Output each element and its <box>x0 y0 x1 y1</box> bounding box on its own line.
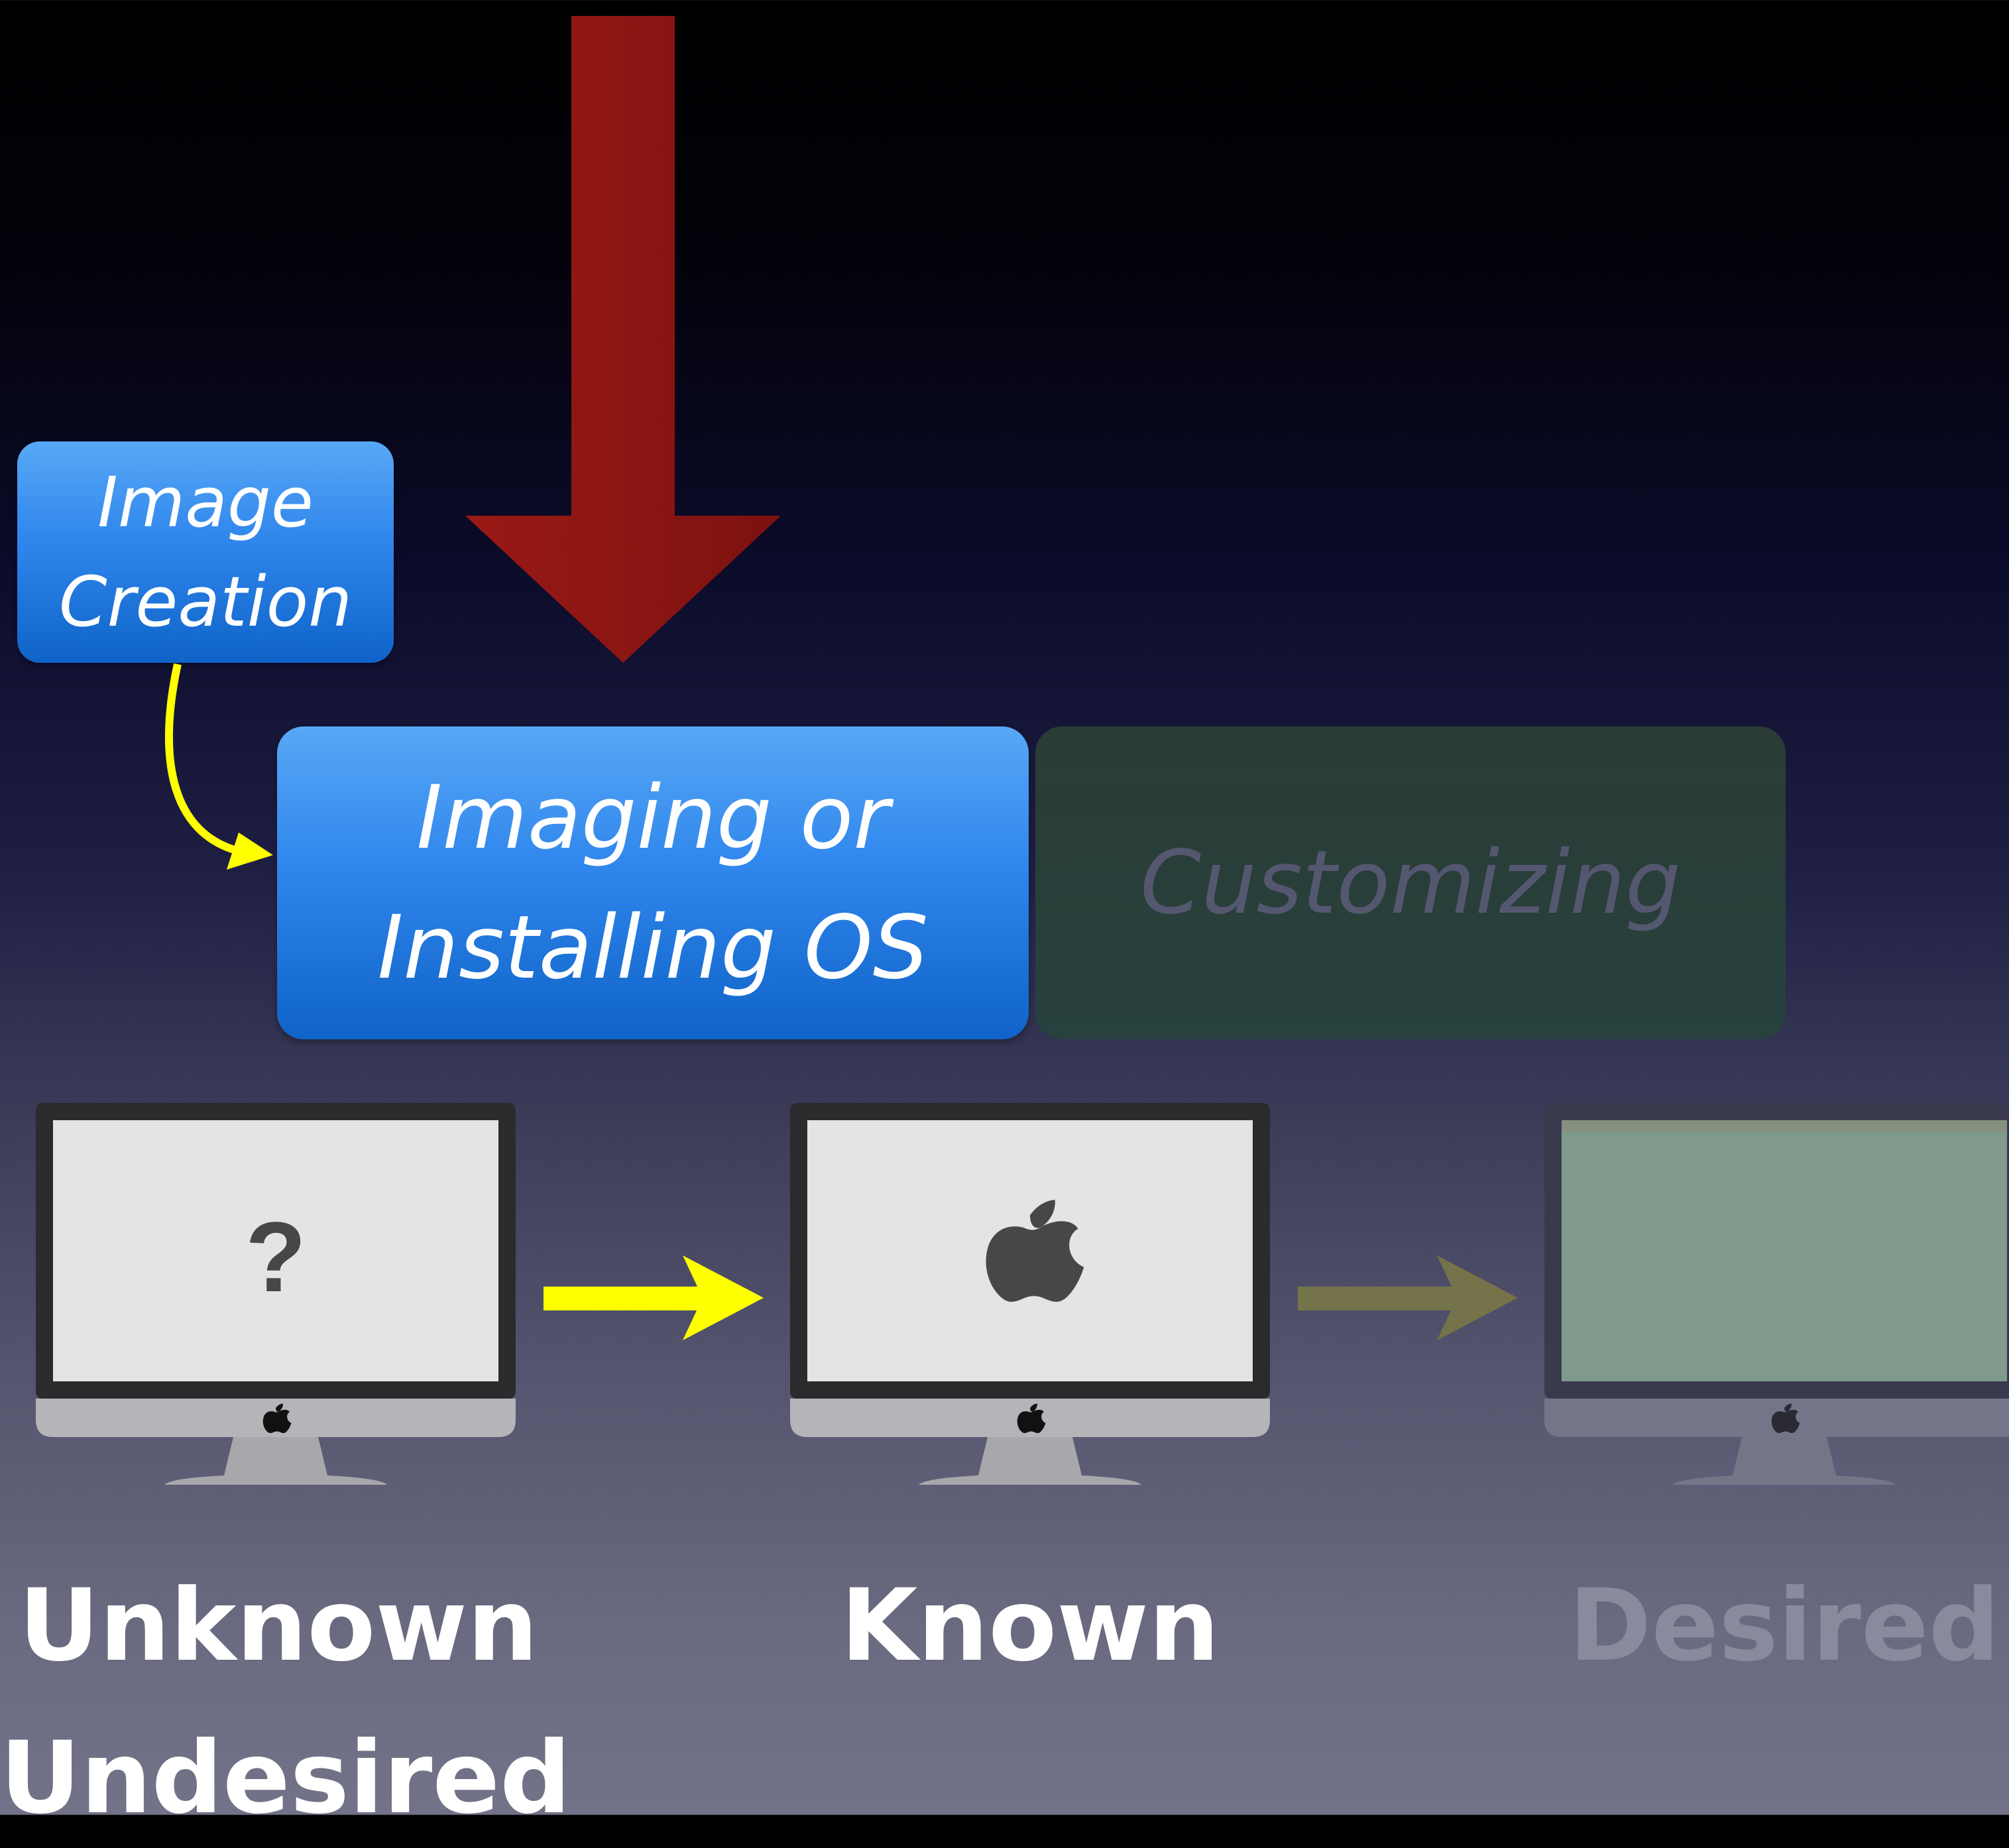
unknown-label: Unknown Undesired <box>0 1556 571 1848</box>
image-creation-box: Image Creation <box>17 441 394 663</box>
image-creation-line1: Image <box>97 462 314 543</box>
desired-screen <box>1562 1120 2007 1381</box>
known-text: Known <box>840 1568 1220 1684</box>
imaging-box: Imaging or Installing OS <box>277 726 1029 1039</box>
apple-logo-icon <box>1771 1403 1800 1434</box>
imaging-line1: Imaging or <box>416 767 890 869</box>
desired-label: Desired <box>1544 1556 2009 1696</box>
apple-logo-icon <box>262 1403 292 1434</box>
unknown-text: Unknown <box>19 1568 538 1684</box>
known-label: Known <box>790 1556 1270 1696</box>
desired-text: Desired <box>1568 1568 2000 1684</box>
unknown-monitor: ? <box>36 1103 516 1485</box>
imaging-line2: Installing OS <box>377 897 929 999</box>
apple-logo-icon <box>986 1200 1084 1302</box>
desired-monitor <box>1544 1103 2009 1485</box>
known-monitor <box>790 1103 1270 1485</box>
question-mark-icon: ? <box>245 1201 306 1312</box>
customizing-label: Customizing <box>1140 832 1681 934</box>
customizing-box: Customizing <box>1035 726 1786 1039</box>
undesired-text: Undesired <box>0 1721 571 1836</box>
unknown-screen <box>53 1120 498 1381</box>
image-creation-line2: Creation <box>58 561 353 642</box>
apple-logo-icon <box>1017 1403 1046 1434</box>
